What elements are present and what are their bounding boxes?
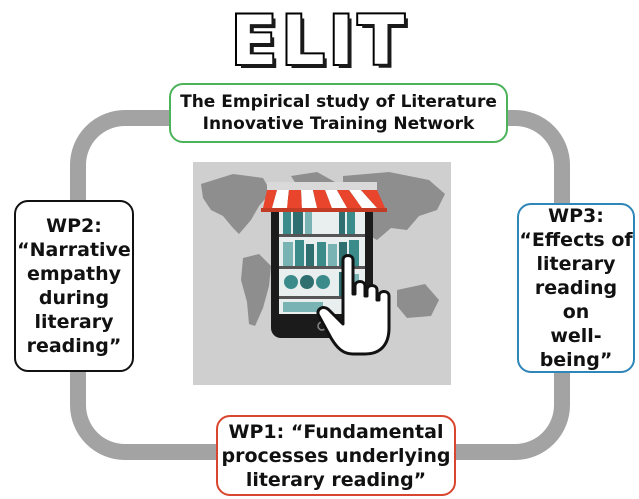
wp3-box: WP3: “Effects of literary reading on wel… xyxy=(517,203,635,373)
awning-icon xyxy=(261,182,387,212)
wp1-line-2: processes underlying xyxy=(221,444,451,467)
wp2-line-2: “Narrative xyxy=(17,239,131,261)
wp3-line-1: WP3: xyxy=(548,205,604,227)
elit-logo: ELIT xyxy=(229,2,409,82)
wp2-line-6: reading” xyxy=(26,335,122,357)
wp1-line-1: WP1: “Fundamental xyxy=(228,420,444,443)
digital-library-illustration xyxy=(193,162,451,385)
wp3-line-5: well- xyxy=(550,325,602,347)
wp3-line-6: being” xyxy=(539,349,613,371)
wp2-line-5: literary xyxy=(34,311,114,333)
wp3-line-2: “Effects of xyxy=(519,229,633,251)
wp2-box: WP2: “Narrative empathy during literary … xyxy=(14,200,134,372)
network-title-box: The Empirical study of Literature Innova… xyxy=(169,83,508,143)
wp3-line-3: literary xyxy=(536,253,616,275)
wp2-line-1: WP2: xyxy=(46,215,102,237)
wp1-line-3: literary reading” xyxy=(245,468,427,491)
wp2-line-4: during xyxy=(38,287,110,309)
wp2-line-3: empathy xyxy=(26,263,122,285)
wp3-line-4: reading on xyxy=(534,277,618,323)
network-title-line-2: Innovative Training Network xyxy=(202,114,475,134)
wp1-box: WP1: “Fundamental processes underlying l… xyxy=(216,415,456,496)
network-title-line-1: The Empirical study of Literature xyxy=(180,92,497,112)
pointing-hand-icon xyxy=(316,254,391,356)
